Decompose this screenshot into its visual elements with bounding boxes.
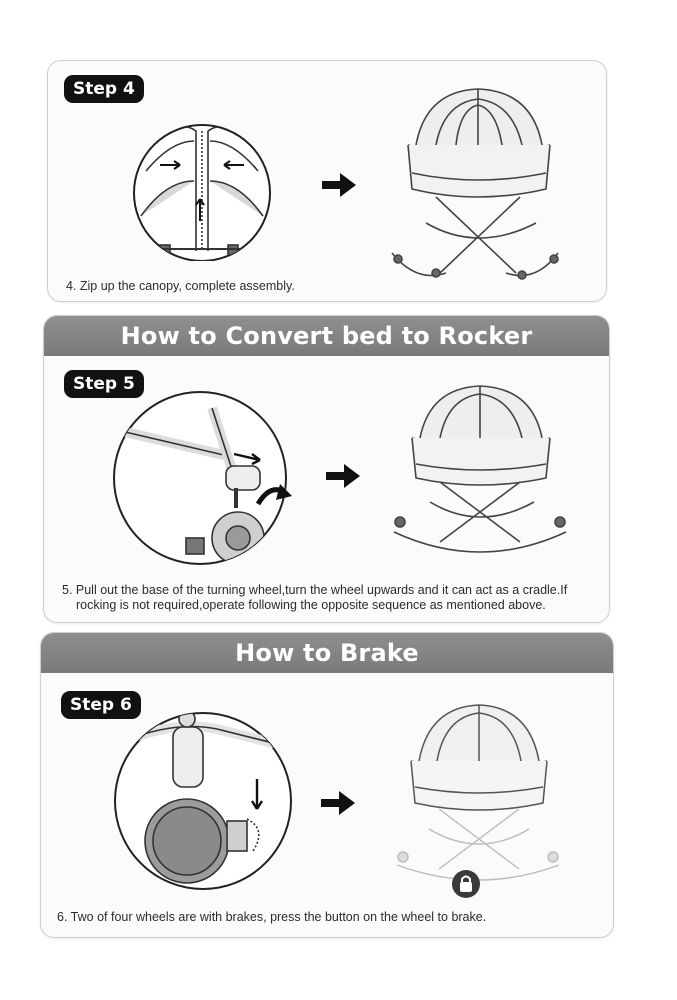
right-arrow-icon (324, 462, 362, 490)
wheel-detail-icon (108, 388, 298, 568)
step4-card: Step 4 (47, 60, 607, 302)
brake-wheel-icon (107, 709, 303, 893)
right-arrow-icon (319, 789, 357, 817)
step5-caption-line1: 5. Pull out the base of the turning whee… (62, 582, 567, 598)
brake-card: How to Brake Step 6 (40, 632, 614, 938)
step5-caption-line2: rocking is not required,operate followin… (76, 597, 546, 613)
step4-badge: Step 4 (64, 75, 144, 103)
step6-caption: 6. Two of four wheels are with brakes, p… (57, 909, 486, 925)
bassinet-icon (386, 83, 566, 283)
step4-caption: 4. Zip up the canopy, complete assembly. (66, 278, 295, 294)
brake-title: How to Brake (41, 633, 613, 673)
rocker-card: How to Convert bed to Rocker Step 5 (43, 315, 610, 623)
right-arrow-icon (320, 171, 358, 199)
bassinet-icon (390, 382, 570, 562)
lock-icon (451, 869, 481, 899)
zipper-detail-icon (116, 121, 288, 261)
rocker-title: How to Convert bed to Rocker (44, 316, 609, 356)
